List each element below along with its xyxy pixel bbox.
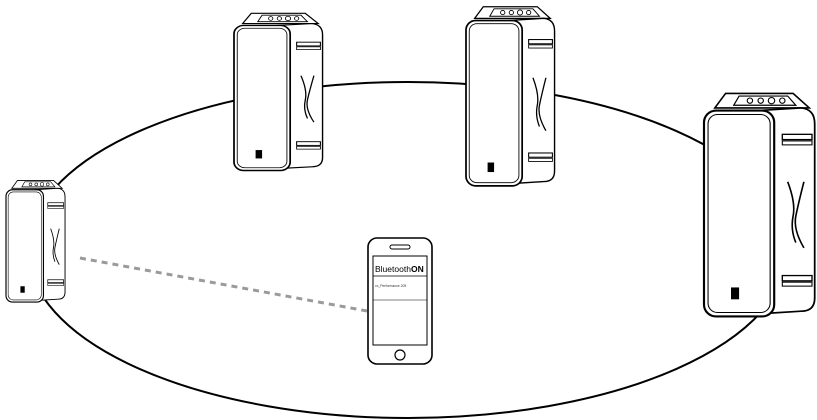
speaker-icon: [704, 93, 815, 316]
speaker-icon: [6, 180, 65, 302]
phone-bluetooth-state: ON: [411, 264, 424, 274]
phone-icon: Bluetooth ON xx_Performance 205: [368, 238, 432, 364]
speaker-icon: [234, 13, 323, 170]
bluetooth-link-icon: [80, 258, 367, 311]
phone-device-entry: xx_Performance 205: [375, 284, 406, 288]
speaker-icon: [466, 7, 555, 186]
phone-bluetooth-label: Bluetooth: [375, 264, 411, 274]
